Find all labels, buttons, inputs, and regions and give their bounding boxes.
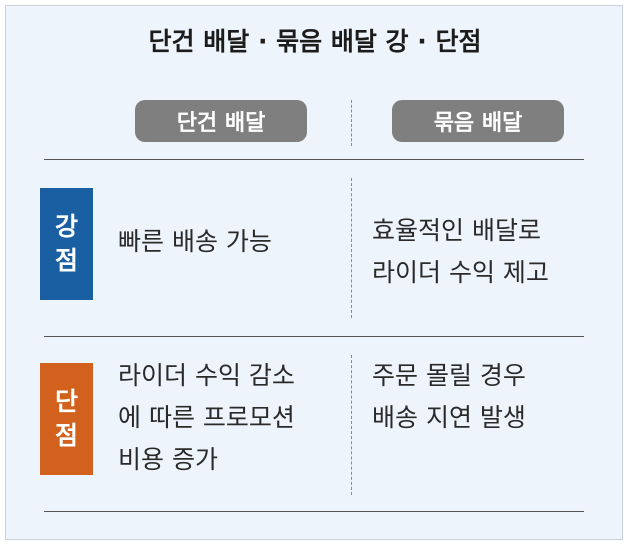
pros-single-text: 빠른 배송 가능	[118, 227, 272, 256]
header-divider	[44, 159, 584, 160]
bottom-divider	[44, 511, 584, 512]
cons-badge: 단 점	[40, 363, 93, 475]
page-title: 단건 배달 · 묶음 배달 강 · 단점	[148, 27, 482, 56]
pros-badge: 강 점	[40, 188, 93, 300]
cons-badge-char-1: 단	[54, 387, 78, 416]
column-header-single-delivery: 단건 배달	[135, 100, 307, 142]
column-header-bundle-delivery: 묶음 배달	[392, 100, 564, 142]
comparison-card	[5, 5, 623, 540]
cons-bundle-text: 주문 몰릴 경우 배송 지연 발생	[372, 361, 526, 432]
header-column-divider	[351, 100, 352, 146]
row-divider	[44, 336, 584, 337]
pros-bundle-text: 효율적인 배달로 라이더 수익 제고	[372, 216, 549, 287]
cons-column-divider	[351, 355, 352, 495]
pros-column-divider	[351, 178, 352, 318]
pros-badge-char-1: 강	[54, 212, 78, 241]
cons-badge-char-2: 점	[54, 421, 78, 450]
pros-badge-char-2: 점	[54, 246, 78, 275]
cons-single-text: 라이더 수익 감소 에 따른 프로모션 비용 증가	[118, 361, 295, 474]
